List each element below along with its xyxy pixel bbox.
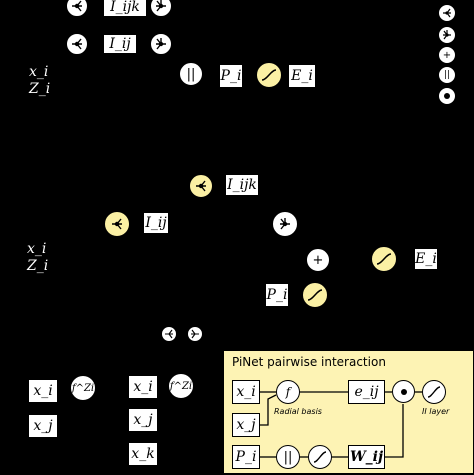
panel-product-node <box>392 380 415 403</box>
legend-add-symbol: + <box>442 49 452 61</box>
triplet-label: I_ijk <box>110 0 140 15</box>
pair-label: I_ij <box>145 215 167 231</box>
panel-w-box: W_ij <box>348 445 385 469</box>
panel-f-label: f <box>285 385 291 399</box>
triplet-interaction-box-top: I_ijk <box>103 0 147 17</box>
activation-node-middle-right <box>371 246 397 272</box>
legend-scatter-icon <box>438 26 456 44</box>
xi-label: x_i <box>133 379 153 395</box>
panel-xi-box: x_i <box>232 380 260 404</box>
panel-eij-label: e_ij <box>354 384 379 400</box>
panel-connectors <box>260 391 422 458</box>
legend-product-icon <box>438 87 456 105</box>
radial-node-bottom-left: f^Zi <box>70 375 96 401</box>
atomic-label: P_i <box>266 287 288 303</box>
panel-norm-node: || <box>276 445 300 469</box>
scatter-icon-top-right <box>150 0 172 17</box>
xj-label: x_j <box>33 418 53 434</box>
panel-xi-label: x_i <box>236 384 256 400</box>
atomic-property-box-top: P_i <box>219 64 243 88</box>
xi-box-bottom-left: x_i <box>28 379 58 403</box>
fz-label: f^Zi <box>71 382 95 394</box>
pool-icon-top-left <box>66 0 88 17</box>
input-x-label: x_i <box>27 241 47 257</box>
xi-box-bottom-mid: x_i <box>128 375 158 399</box>
atomic-label: P_i <box>220 68 242 84</box>
add-node-middle: + <box>306 248 330 272</box>
panel-pi-label: P_i <box>235 449 257 465</box>
activation-node-top <box>256 62 282 88</box>
input-labels-middle: x_i Z_i <box>27 240 57 276</box>
atomic-property-box-middle: P_i <box>265 283 289 307</box>
pair-label: I_ij <box>109 36 131 52</box>
scatter-icon-middle <box>272 211 298 237</box>
xj-box-bottom-mid: x_j <box>128 408 158 432</box>
fz-label: f^Zi <box>169 380 193 392</box>
panel-activation-node-lower <box>308 445 332 469</box>
input-x-label: x_i <box>29 64 49 80</box>
pair-interaction-box-middle: I_ij <box>143 212 169 234</box>
xj-label: x_j <box>133 412 153 428</box>
panel-xj-box: x_j <box>232 413 260 437</box>
energy-label: E_i <box>415 251 437 267</box>
legend-norm-symbol: || <box>443 70 451 80</box>
scatter-icon-small-b <box>187 326 203 342</box>
legend-norm-icon: || <box>438 66 456 84</box>
legend-pool-icon <box>438 4 456 22</box>
panel-norm-symbol: || <box>283 449 293 465</box>
pool-icon-middle-left <box>104 211 130 237</box>
energy-label: E_i <box>291 68 313 84</box>
panel-pi-box: P_i <box>232 445 260 469</box>
xi-label: x_i <box>33 383 53 399</box>
panel-xj-label: x_j <box>236 417 256 433</box>
panel-radial-node: f <box>276 380 300 404</box>
triplet-interaction-box-middle: I_ijk <box>225 174 259 196</box>
scatter-icon-second-right <box>150 33 172 55</box>
input-labels-top: x_i Z_i <box>29 63 59 99</box>
xj-box-bottom-left: x_j <box>28 414 58 438</box>
pinet-pairwise-panel: PiNet pairwise interaction x_i x_j P_i f… <box>223 350 474 474</box>
panel-w-label: W_ij <box>349 449 384 465</box>
norm-node-top: || <box>179 62 203 86</box>
panel-title: PiNet pairwise interaction <box>232 355 386 369</box>
input-z-label: Z_i <box>29 81 51 97</box>
add-symbol: + <box>312 252 324 268</box>
panel-activation-node <box>422 380 446 404</box>
ii-layer-label: II layer <box>422 407 450 416</box>
pool-icon-middle <box>189 174 213 198</box>
pair-interaction-box-top: I_ij <box>103 34 137 54</box>
energy-box-top: E_i <box>288 64 316 88</box>
norm-symbol: || <box>186 66 196 82</box>
xk-box-bottom-mid: x_k <box>128 442 158 466</box>
legend-add-icon: + <box>438 46 456 64</box>
radial-node-bottom-mid: f^Zi <box>168 373 194 399</box>
xk-label: x_k <box>131 446 155 462</box>
triplet-label: I_ijk <box>227 177 257 193</box>
pool-icon-second-left <box>66 33 88 55</box>
panel-eij-box: e_ij <box>348 380 385 404</box>
activation-node-middle <box>302 282 328 308</box>
energy-box-middle: E_i <box>414 248 438 270</box>
pool-icon-small-a <box>161 326 177 342</box>
input-z-label: Z_i <box>27 258 49 274</box>
radial-basis-label: Radial basis <box>274 407 322 416</box>
